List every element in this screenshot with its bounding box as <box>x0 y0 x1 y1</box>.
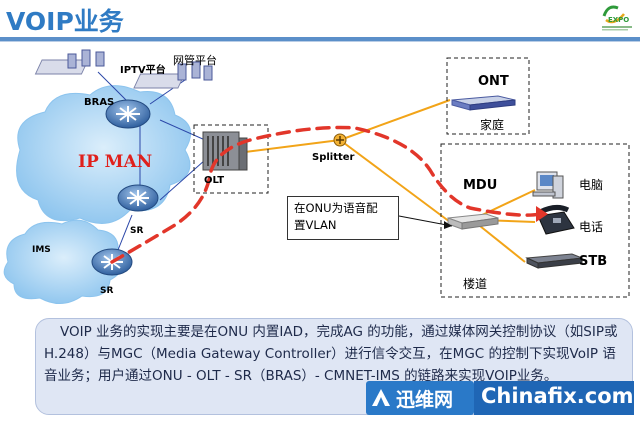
voice-path <box>110 125 548 264</box>
building-frame <box>440 143 630 298</box>
note-text: VOIP 业务的实现主要是在ONU 内置IAD，完成AG 的功能，通过媒体网关控… <box>44 324 618 384</box>
olt-frame <box>193 124 269 194</box>
label-olt: OLT <box>204 175 225 186</box>
label-pc: 电脑 <box>579 178 604 192</box>
label-splitter: Splitter <box>312 152 355 163</box>
fiber-links <box>244 99 536 263</box>
watermark-right-text: Chinafix.com <box>481 384 634 408</box>
vlan-callout-arrow <box>398 215 453 229</box>
core-links <box>97 71 206 251</box>
watermark-logo-icon <box>372 389 390 406</box>
label-stb: STB <box>579 254 608 269</box>
label-ims: IMS <box>32 245 51 255</box>
label-sr1: SR <box>130 226 144 236</box>
label-building: 楼道 <box>463 277 488 291</box>
nms-server <box>133 61 213 89</box>
router-sr1 <box>117 184 159 212</box>
ont-frame <box>446 57 530 135</box>
iptv-server <box>34 49 105 75</box>
label-nms: 网管平台 <box>173 54 217 67</box>
splitter-device <box>333 133 347 147</box>
label-sr2: SR <box>100 286 114 296</box>
label-mdu: MDU <box>463 178 498 193</box>
label-ip-man: IP MAN <box>78 152 153 172</box>
title-rule-thin <box>0 41 640 42</box>
vlan-callout-line1: 在ONU为语音配 <box>294 201 378 215</box>
router-bras <box>105 99 151 129</box>
label-ont: ONT <box>478 74 509 89</box>
stb-device <box>525 253 583 269</box>
vlan-callout-line2: 置VLAN <box>294 218 337 232</box>
mdu-device <box>447 213 499 230</box>
vlan-callout: 在ONU为语音配 置VLAN <box>287 196 399 240</box>
label-bras: BRAS <box>84 97 115 108</box>
watermark-left-text: 迅维网 <box>396 389 454 411</box>
expo-logo: EXPO <box>602 5 632 31</box>
title-rule <box>0 37 640 41</box>
label-home: 家庭 <box>480 118 505 132</box>
slide-title: VOIP业务 <box>6 7 124 36</box>
pc-device <box>532 171 564 199</box>
label-iptv: IPTV平台 <box>120 65 166 76</box>
watermark-right-bg <box>474 381 634 415</box>
logo-wordmark: EXPO <box>608 16 629 24</box>
ont-device <box>451 95 516 111</box>
network-diagram <box>3 49 630 304</box>
label-phone: 电话 <box>579 220 604 234</box>
